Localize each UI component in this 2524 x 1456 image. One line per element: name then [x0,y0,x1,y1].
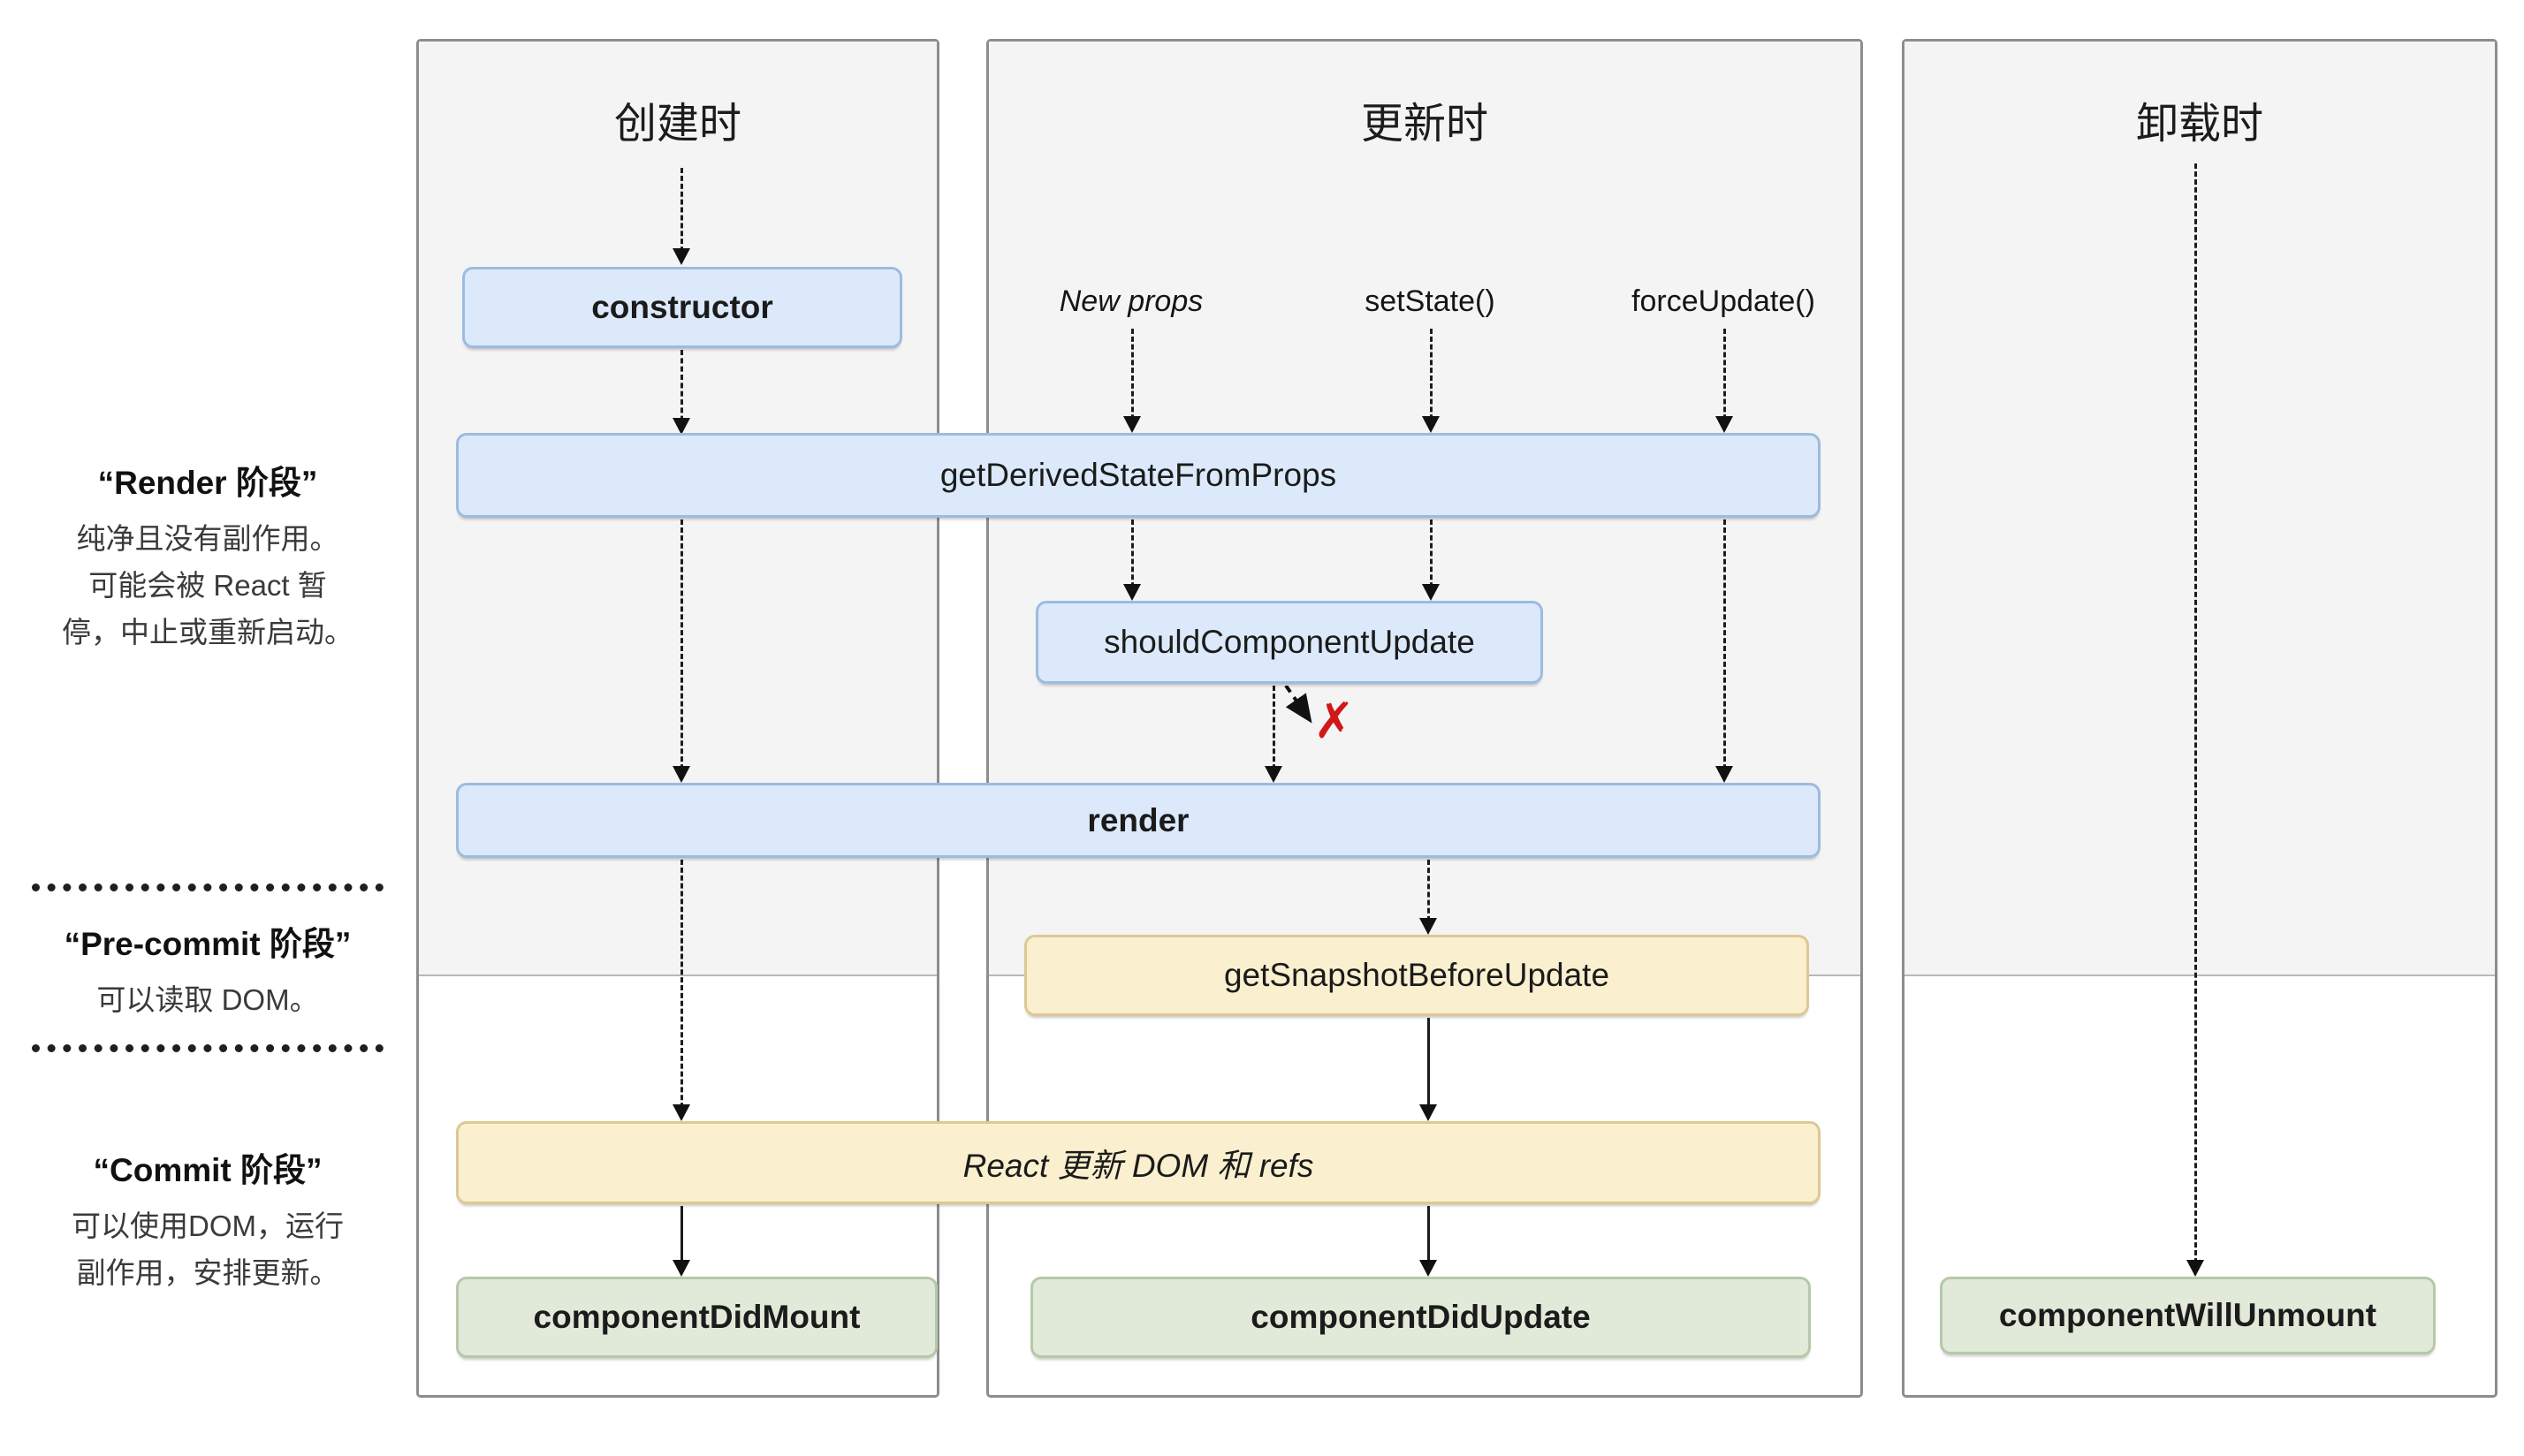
arrow [673,519,690,783]
trigger-set-state: setState() [1365,284,1495,318]
arrow [1715,329,1733,433]
trigger-new-props: New props [1059,284,1204,318]
node-component-will-unmount: componentWillUnmount [1940,1277,2436,1354]
node-render: render [456,783,1821,858]
node-get-derived-state-from-props: getDerivedStateFromProps [456,433,1821,518]
arrow [673,350,690,435]
arrow [1419,1018,1437,1121]
skip-x-icon: ✗ [1313,693,1355,748]
node-get-snapshot-before-update: getSnapshotBeforeUpdate [1024,935,1809,1016]
arrow [1419,1206,1437,1277]
node-component-did-mount: componentDidMount [456,1277,938,1358]
render-phase-desc: 纯净且没有副作用。 可能会被 React 暂 停，中止或重新启动。 [62,522,354,648]
arrow [1422,519,1440,601]
node-react-updates-dom: React 更新 DOM 和 refs [456,1121,1821,1204]
arrow [1123,519,1141,601]
commit-phase-desc: 可以使用DOM，运行 副作用，安排更新。 [72,1210,344,1289]
arrow [1123,329,1141,433]
arrow [673,1206,690,1277]
commit-phase-title: “Commit 阶段” [93,1152,323,1188]
arrow [1419,860,1437,935]
node-constructor: constructor [462,267,902,348]
column-title-unmounting: 卸载时 [2135,101,2263,148]
skip-arrow [1284,686,1312,724]
column-title-mounting: 创建时 [613,101,741,148]
arrow [1715,519,1733,783]
arrow [1422,329,1440,433]
precommit-phase-label: “Pre-commit 阶段” 可以读取 DOM。 [18,917,398,1024]
trigger-force-update: forceUpdate() [1631,284,1815,318]
arrow [2186,163,2204,1277]
arrow [1265,686,1282,783]
phase-divider [32,1044,384,1052]
column-title-updating: 更新时 [1360,101,1488,148]
phase-divider [32,883,384,891]
precommit-phase-title: “Pre-commit 阶段” [64,926,352,962]
commit-phase-label: “Commit 阶段” 可以使用DOM，运行 副作用，安排更新。 [18,1143,398,1297]
render-phase-label: “Render 阶段” 纯净且没有副作用。 可能会被 React 暂 停，中止或… [18,456,398,656]
arrow [673,860,690,1121]
render-phase-region [1904,42,2495,976]
node-component-did-update: componentDidUpdate [1030,1277,1811,1358]
precommit-phase-desc: 可以读取 DOM。 [96,983,319,1016]
arrow [673,168,690,265]
column-unmounting [1902,39,2497,1398]
render-phase-title: “Render 阶段” [97,465,318,501]
node-should-component-update: shouldComponentUpdate [1036,601,1543,684]
